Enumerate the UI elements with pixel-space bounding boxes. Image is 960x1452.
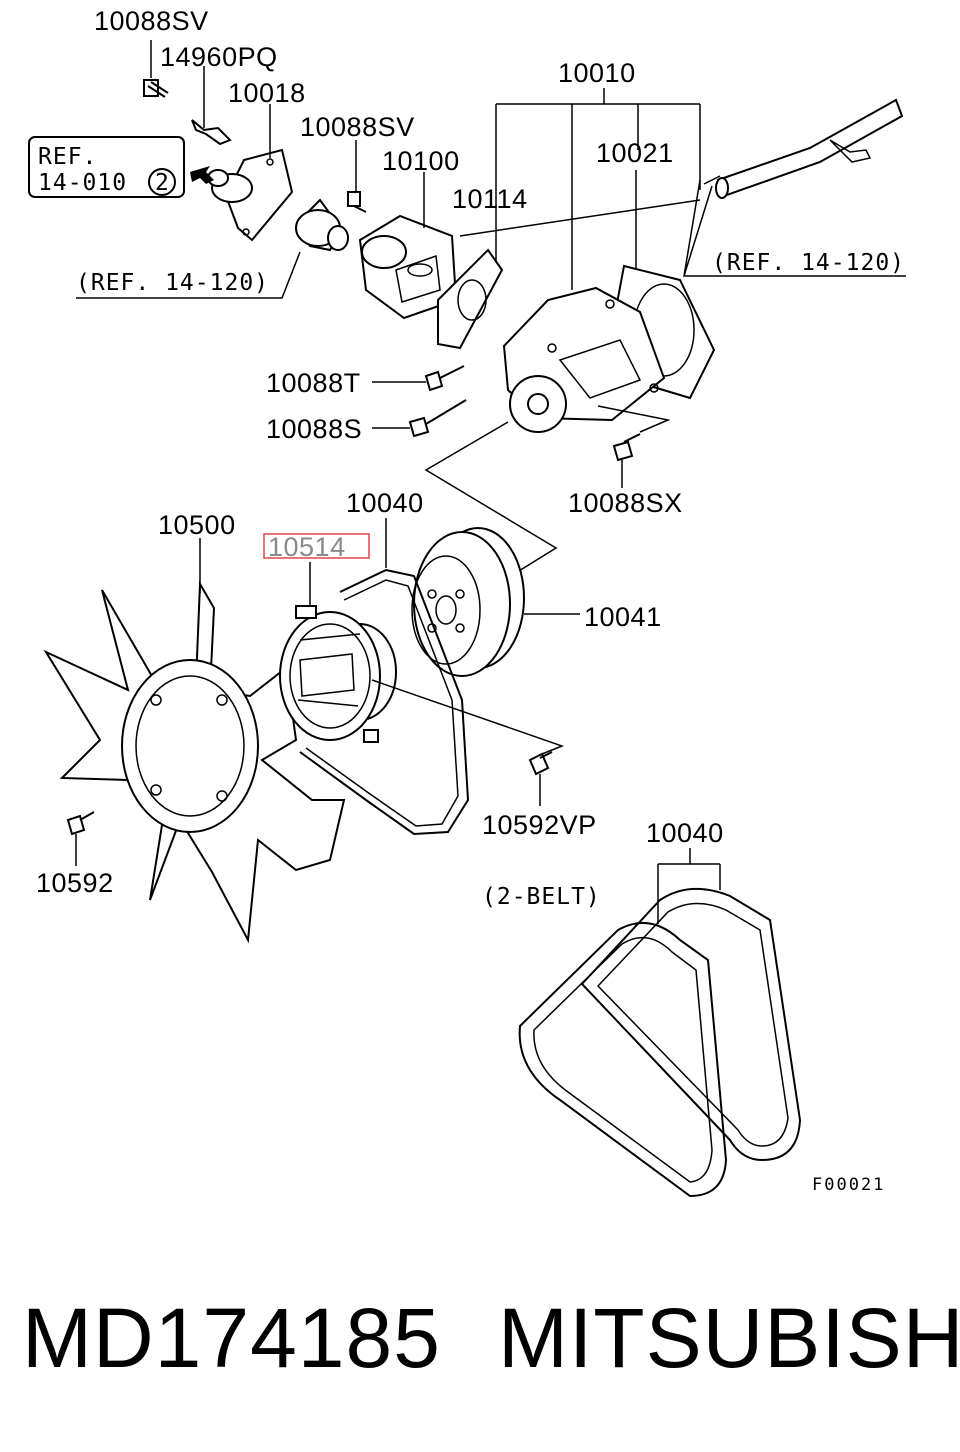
label-10114: 10114 (452, 184, 528, 214)
leader-10040-bottom (657, 848, 721, 924)
v-belt-10040 (299, 568, 470, 836)
thermostat-case-10018 (207, 148, 294, 242)
label-10500: 10500 (158, 510, 236, 540)
leader-pump-pulley (424, 421, 558, 575)
bolt-10088t (424, 365, 465, 392)
bolt-10592 (66, 811, 95, 836)
bypass-pipe (715, 98, 904, 199)
label-10088s: 10088S (266, 414, 362, 444)
bolt-10088sv-middle (347, 191, 367, 213)
leader-10088sx (597, 405, 671, 488)
fan-clutch-10514 (279, 605, 397, 743)
arrow-left-icon (190, 166, 214, 184)
ref-box-14-010: REF. 14-010 2 (28, 136, 185, 198)
ref-left-label: (REF. 14-120) (76, 270, 269, 296)
ref-box-circle-number: 2 (155, 170, 170, 196)
label-10021: 10021 (596, 138, 674, 168)
label-10010: 10010 (558, 58, 636, 88)
bolt-10088sx (612, 433, 641, 462)
figure-code: F00021 (812, 1175, 885, 1195)
leader-ref-right (683, 175, 906, 277)
label-10088t: 10088T (266, 368, 361, 398)
two-belt-label: (2-BELT) (482, 884, 601, 910)
cooling-fan-10500 (43, 580, 346, 944)
label-10040-top: 10040 (346, 488, 424, 518)
v-belt-pair (518, 887, 802, 1198)
label-10088sv-middle: 10088SV (300, 112, 415, 142)
leader-10010 (495, 88, 701, 290)
brand-name: MITSUBISHI (498, 1291, 960, 1385)
nut-10592vp (528, 751, 553, 776)
label-10592vp: 10592VP (482, 810, 597, 840)
ref-box-line2: 14-010 (38, 170, 127, 196)
label-14960pq: 14960PQ (160, 42, 278, 72)
ref-box-line1: REF. (38, 144, 97, 170)
part-number: MD174185 (22, 1291, 441, 1385)
leader-ref-left (76, 251, 301, 299)
label-10041: 10041 (584, 602, 662, 632)
label-10088sv-top: 10088SV (94, 6, 209, 36)
label-10514: 10514 (268, 532, 346, 562)
label-10088sx: 10088SX (568, 488, 683, 518)
leader-10114-b (459, 199, 701, 237)
pulley-10041 (411, 527, 525, 677)
leader-clutch-nut (371, 679, 565, 755)
label-10592: 10592 (36, 868, 114, 898)
bolt-10088s (408, 399, 467, 438)
highlight-box-10514 (263, 533, 370, 559)
water-pump-10010 (502, 286, 666, 433)
ref-right-label: (REF. 14-120) (712, 250, 905, 276)
gasket-10114 (437, 248, 504, 350)
clip-14960pq (191, 119, 232, 146)
thermostat (295, 198, 349, 252)
bolt-10088sv-top (143, 79, 169, 98)
label-10040-bottom: 10040 (646, 818, 724, 848)
label-10018: 10018 (228, 78, 306, 108)
label-10100: 10100 (382, 146, 460, 176)
